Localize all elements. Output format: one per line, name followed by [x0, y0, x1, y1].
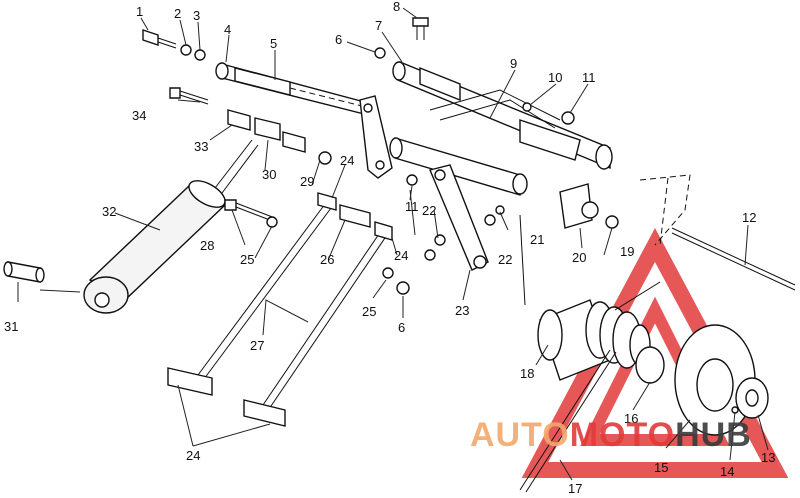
callout-16: 16	[624, 411, 638, 426]
callout-14: 14	[720, 464, 734, 479]
callout-28: 28	[200, 238, 214, 253]
callout-20: 20	[572, 250, 586, 265]
swing-arm	[429, 164, 489, 271]
callout-34: 34	[132, 108, 146, 123]
callout-12: 12	[742, 210, 756, 225]
callout-8: 8	[393, 0, 400, 14]
callout-29: 29	[300, 174, 314, 189]
watermark-part-3: HUB	[675, 416, 752, 454]
link-rods	[167, 192, 393, 427]
callout-17: 17	[568, 481, 582, 496]
callout-33: 33	[194, 139, 208, 154]
callout-21: 21	[530, 232, 544, 247]
callout-30: 30	[262, 167, 276, 182]
callout-5: 5	[270, 36, 277, 51]
bushing-pair	[227, 109, 371, 228]
callout-11-mid: 11	[405, 199, 419, 214]
watermark-text: AUTOMOTOHUB	[470, 416, 752, 454]
callout-1: 1	[136, 4, 143, 19]
callout-22-right: 22	[498, 252, 512, 267]
callout-24-bottom: 24	[186, 448, 200, 463]
callout-11-top: 11	[582, 70, 596, 85]
callout-6-bottom: 6	[398, 320, 405, 335]
callout-27: 27	[250, 338, 264, 353]
callout-15: 15	[654, 460, 668, 475]
callout-25-right: 25	[362, 304, 376, 319]
left-bracket	[359, 95, 393, 179]
callout-22-left: 22	[422, 203, 436, 218]
callout-3: 3	[193, 8, 200, 23]
callout-32: 32	[102, 204, 116, 219]
callout-7: 7	[375, 18, 382, 33]
upper-rail	[215, 62, 373, 117]
spring-wheel-assembly	[519, 214, 769, 493]
callout-6-top: 6	[335, 32, 342, 47]
callout-2: 2	[174, 6, 181, 21]
callout-13: 13	[761, 450, 775, 465]
leader-lines	[17, 7, 769, 481]
bushing	[3, 261, 45, 283]
callout-24-top: 24	[340, 153, 354, 168]
bolts	[142, 17, 796, 291]
callout-19: 19	[620, 244, 634, 259]
svg-text:AUTOMOTOHUB: AUTOMOTOHUB	[470, 416, 752, 454]
callout-23: 23	[455, 303, 469, 318]
callout-31: 31	[4, 319, 18, 334]
callout-18: 18	[520, 366, 534, 381]
callout-24-mid: 24	[394, 248, 408, 263]
cross-shaft	[389, 89, 581, 196]
callout-25-left: 25	[240, 252, 254, 267]
callout-4: 4	[224, 22, 231, 37]
callout-9: 9	[510, 56, 517, 71]
callout-26: 26	[320, 252, 334, 267]
callout-10: 10	[548, 70, 562, 85]
callout-labels: 1 2 3 4 5 6 6 7 8 9 10 11 11 12 13 14 15…	[4, 0, 775, 496]
watermark-part-1: AUTO	[470, 416, 570, 454]
watermark-part-2: MOTO	[570, 416, 675, 454]
shock-absorber	[83, 139, 259, 314]
